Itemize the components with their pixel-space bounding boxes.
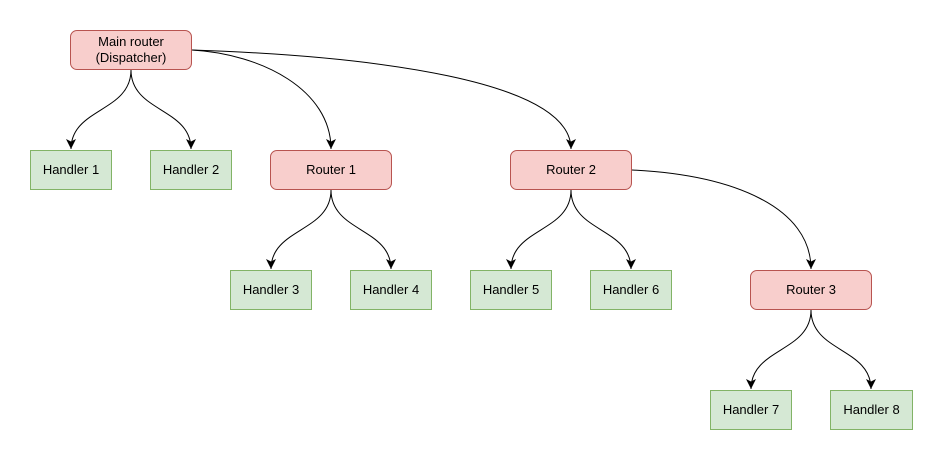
node-label: Handler 6 — [602, 281, 660, 297]
edge-main-to-handler-2 — [130, 69, 196, 150]
edge-router-3-to-handler-7 — [746, 309, 812, 390]
edge-main-to-router-1 — [191, 49, 336, 150]
node-handler-4[interactable]: Handler 4 — [350, 270, 432, 310]
node-handler-3[interactable]: Handler 3 — [230, 270, 312, 310]
edge-router-1-to-handler-4 — [330, 189, 396, 270]
node-label: Handler 3 — [242, 281, 300, 297]
node-handler-8[interactable]: Handler 8 — [830, 390, 913, 430]
edge-router-2-to-router-3 — [631, 169, 816, 270]
node-main-router[interactable]: Main router (Dispatcher) — [70, 30, 192, 70]
node-label: Handler 4 — [362, 281, 420, 297]
node-sublabel: (Dispatcher) — [95, 50, 167, 65]
edge-main-to-handler-1 — [66, 69, 132, 150]
edge-router-1-to-handler-3 — [266, 189, 332, 270]
node-label: Handler 5 — [482, 281, 540, 297]
node-label: Handler 7 — [722, 401, 780, 417]
node-label: Main router — [98, 33, 164, 49]
node-handler-7[interactable]: Handler 7 — [710, 390, 792, 430]
node-label: Handler 8 — [843, 401, 900, 417]
node-label: Handler 2 — [162, 161, 220, 177]
node-handler-6[interactable]: Handler 6 — [590, 270, 672, 310]
edge-router-3-to-handler-8 — [810, 309, 876, 390]
edge-router-2-to-handler-5 — [506, 189, 572, 270]
node-label: Router 2 — [546, 161, 596, 177]
node-router-3[interactable]: Router 3 — [750, 270, 872, 310]
node-router-1[interactable]: Router 1 — [270, 150, 392, 190]
node-router-2[interactable]: Router 2 — [510, 150, 632, 190]
node-label: Handler 1 — [42, 161, 100, 177]
node-handler-1[interactable]: Handler 1 — [30, 150, 112, 190]
node-label: Router 1 — [306, 161, 356, 177]
node-label: Router 3 — [786, 281, 836, 297]
edge-main-to-router-2 — [191, 49, 576, 150]
node-handler-2[interactable]: Handler 2 — [150, 150, 232, 190]
node-handler-5[interactable]: Handler 5 — [470, 270, 552, 310]
edge-router-2-to-handler-6 — [570, 189, 636, 270]
